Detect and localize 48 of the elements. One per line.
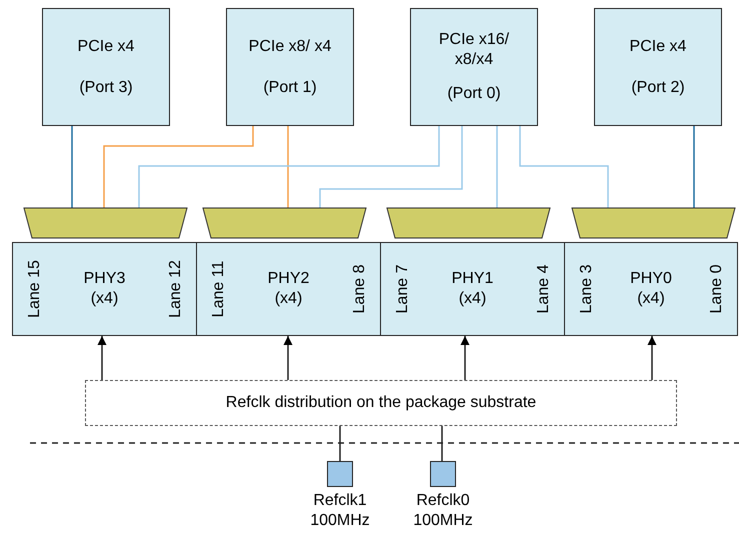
connector-line xyxy=(287,126,289,208)
port-label: PCIe x4 xyxy=(76,36,136,56)
port-label: PCIe x4 xyxy=(628,36,688,56)
port-label: (Port 1) xyxy=(263,78,317,98)
lane-label: Lane 11 xyxy=(210,260,228,318)
lane-label: Lane 0 xyxy=(708,264,726,314)
connector-line xyxy=(519,126,609,208)
connector-line xyxy=(496,126,498,208)
lane-label: Lane 3 xyxy=(578,264,596,314)
port-label: PCIe x16/ x8/x4 xyxy=(438,30,510,69)
lane-label: Lane 15 xyxy=(26,260,44,318)
phy-label: PHY1 (x4) xyxy=(450,269,494,309)
connector-line xyxy=(441,426,443,461)
port-box xyxy=(594,8,722,126)
phy-block xyxy=(380,242,565,336)
port-label: (Port 0) xyxy=(447,84,501,104)
connector-line xyxy=(71,126,73,208)
port-box xyxy=(410,8,538,126)
arrow xyxy=(98,336,106,380)
region-label: Refclk distribution on the package substrate xyxy=(226,394,536,412)
phy-label: PHY0 (x4) xyxy=(629,269,673,309)
lane-label: Lane 8 xyxy=(351,264,369,314)
connector-line xyxy=(693,126,695,208)
port-label: (Port 2) xyxy=(631,78,685,98)
clock-pin-square xyxy=(430,461,456,487)
connector-line xyxy=(103,126,254,208)
connector-line xyxy=(319,126,463,208)
clock-pin-square xyxy=(327,461,353,487)
arrow xyxy=(284,336,292,380)
port-box xyxy=(42,8,170,126)
phy-block xyxy=(196,242,381,336)
port-label: PCIe x8/ x4 xyxy=(248,36,332,56)
port-box xyxy=(226,8,354,126)
lane-label: Lane 4 xyxy=(535,264,553,314)
phy-label: PHY2 (x4) xyxy=(266,269,310,309)
clock-label: Refclk1 100MHz xyxy=(309,491,371,531)
phy-block xyxy=(564,242,738,336)
dashed-region-box xyxy=(85,380,677,426)
phy-label: PHY3 (x4) xyxy=(82,269,126,309)
port-label: (Port 3) xyxy=(79,78,133,98)
arrow xyxy=(460,336,470,380)
clock-label: Refclk0 100MHz xyxy=(412,491,474,531)
arrow xyxy=(648,336,656,380)
connector-line xyxy=(339,426,341,461)
lane-label: Lane 7 xyxy=(394,264,412,314)
phy-block xyxy=(12,242,197,336)
connector-line xyxy=(138,126,440,208)
lane-label: Lane 12 xyxy=(167,260,185,318)
